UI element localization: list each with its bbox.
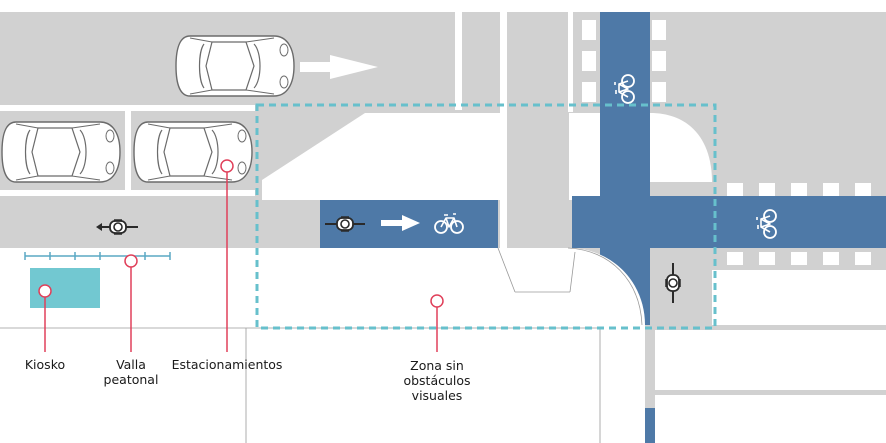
parking-marker [220, 159, 234, 173]
bike-arrow-icon [381, 215, 420, 231]
traffic-arrow-icon [300, 55, 378, 79]
cyclist-arrow-icon [96, 223, 102, 231]
clear-view-zone [255, 103, 717, 330]
kiosk-label: Kiosko [24, 357, 66, 372]
car-parked-1 [1, 121, 121, 183]
car-parked-2 [133, 121, 253, 183]
zone-marker [430, 294, 444, 308]
pedestrian-fence [24, 252, 171, 260]
fence-marker [124, 254, 138, 268]
parking-label: Estacionamientos [171, 357, 283, 372]
car-moving [175, 35, 295, 97]
kiosk-marker [38, 284, 52, 298]
